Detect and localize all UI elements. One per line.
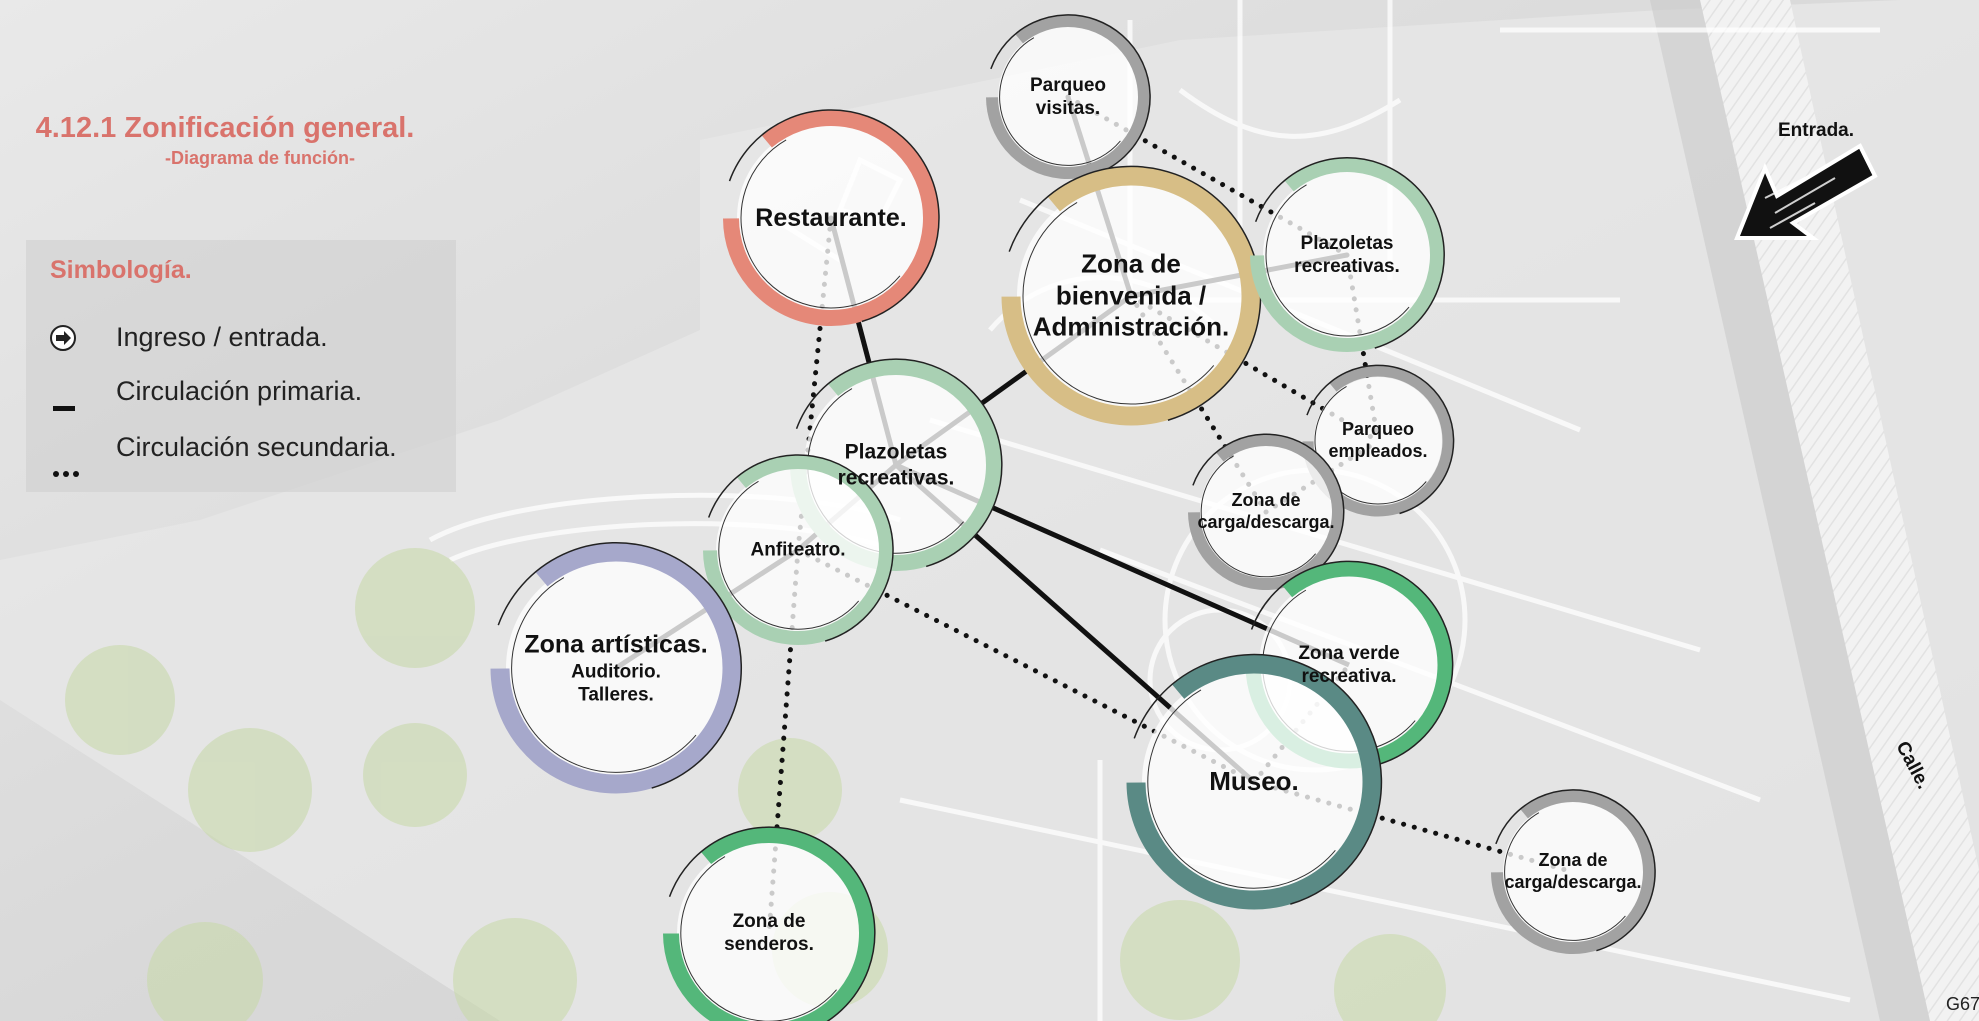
page-subtitle: -Diagrama de función-	[164, 148, 356, 168]
node-carga-descarga-2	[1490, 789, 1656, 955]
node-label-parqueo-empleados: Parqueo empleados.	[1328, 419, 1427, 463]
node-zona-senderos	[662, 826, 876, 1021]
node-subtitle: Auditorio. Talleres.	[571, 661, 661, 706]
node-label-carga-descarga-2: Zona de carga/descarga.	[1504, 850, 1641, 894]
node-title: Zona de senderos.	[724, 910, 814, 955]
dotted-line-icon	[53, 471, 79, 477]
node-label-plazoletas-entrada: Plazoletas recreativas.	[1294, 232, 1400, 278]
node-anfiteatro	[702, 454, 894, 646]
page-number: G67	[1946, 994, 1979, 1014]
node-bienvenida	[1000, 165, 1262, 427]
node-parqueo-empleados	[1301, 364, 1455, 518]
node-museo	[1125, 653, 1383, 911]
legend-label-primary: Circulación primaria.	[116, 376, 363, 406]
node-title: Parqueo visitas.	[1029, 74, 1107, 119]
node-title: Zona artísticas.	[524, 630, 708, 659]
node-restaurante	[722, 109, 940, 327]
legend-panel	[26, 240, 456, 492]
edge-secondary-bienvenida-parqueo-empleados	[1128, 293, 1381, 444]
page-title: 4.12.1 Zonificación general.	[35, 112, 415, 144]
node-label-zona-verde: Zona verde recreativa.	[1298, 642, 1399, 688]
node-title: Zona de carga/descarga.	[1197, 490, 1335, 532]
node-title: Anfiteatro.	[750, 539, 846, 561]
node-label-bienvenida: Zona de bienvenida / Administración.	[1033, 248, 1229, 343]
node-label-parqueo-visitas: Parqueo visitas.	[1030, 74, 1106, 120]
entrance-arrow-icon	[1734, 143, 1878, 240]
node-label-plazoletas-centro: Plazoletas recreativas.	[838, 439, 955, 490]
node-label-zona-artisticas: Zona artísticas.Auditorio. Talleres.	[524, 630, 707, 707]
entry-arrow-icon	[50, 325, 76, 351]
node-title: Zona de carga/descarga.	[1504, 850, 1642, 892]
legend-label-secondary: Circulación secundaria.	[116, 432, 397, 462]
node-label-restaurante: Restaurante.	[755, 203, 906, 234]
edge-secondary-anfiteatro-museo	[795, 547, 1257, 785]
node-title: Zona verde recreativa.	[1298, 642, 1400, 687]
node-plazoletas-entrada	[1249, 157, 1445, 353]
node-title: Zona de bienvenida / Administración.	[1032, 248, 1230, 342]
solid-line-icon	[53, 406, 75, 411]
legend-title: Simbología.	[50, 256, 192, 284]
node-label-museo: Museo.	[1209, 766, 1299, 798]
entrance-label: Entrada.	[1778, 120, 1855, 141]
node-label-zona-senderos: Zona de senderos.	[724, 910, 814, 956]
node-title: Plazoletas recreativas.	[837, 440, 955, 489]
node-label-anfiteatro: Anfiteatro.	[751, 538, 846, 561]
node-title: Restaurante.	[755, 203, 907, 232]
node-label-carga-descarga-1: Zona de carga/descarga.	[1197, 490, 1334, 534]
node-title: Plazoletas recreativas.	[1294, 232, 1400, 277]
node-title: Museo.	[1209, 766, 1299, 797]
node-zona-artisticas	[489, 541, 743, 795]
node-title: Parqueo empleados.	[1328, 419, 1428, 461]
legend-label-entry: Ingreso / entrada.	[116, 322, 328, 352]
